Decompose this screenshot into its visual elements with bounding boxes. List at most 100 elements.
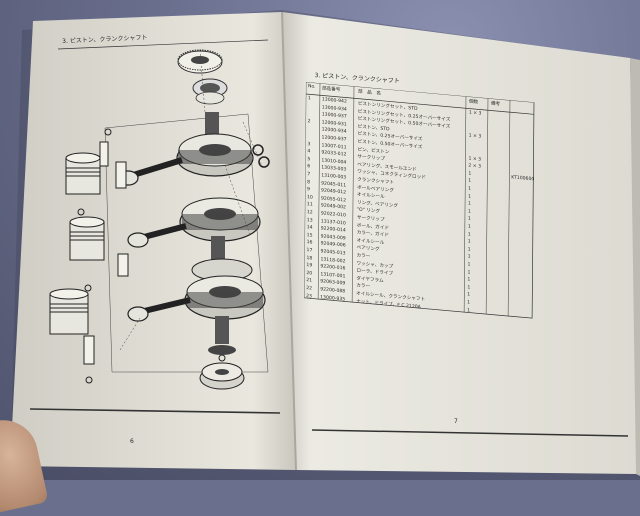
- table-cell-part: 92043-009: [320, 234, 346, 242]
- table-cell-qty: 1: [467, 307, 471, 314]
- piston-pin-1: [99, 141, 109, 167]
- table-cell-qty: 2 × 3: [468, 163, 482, 170]
- spine: [281, 11, 297, 471]
- circlip: [258, 156, 270, 168]
- table-cell-qty: 1: [467, 300, 471, 306]
- table-cell-part: 92033-012: [321, 150, 347, 158]
- crank-wheel-3: [184, 275, 266, 320]
- table-cell-qty: 1 × 3: [468, 110, 482, 117]
- piston-1: [65, 152, 101, 195]
- table-cell-part: 92200-014: [320, 226, 346, 234]
- table-column-header: 備考: [490, 101, 501, 108]
- table-cell-no: 15: [306, 232, 313, 239]
- table-cell-part: 13137-010: [320, 218, 346, 227]
- shaft-bottom: [215, 316, 229, 344]
- diagram-frame: [104, 113, 269, 373]
- table-cell-qty: 1: [468, 171, 472, 177]
- table-cell-part: 13000-942: [321, 97, 347, 105]
- piston-2: [69, 216, 105, 261]
- table-cell-no: 19: [306, 263, 313, 269]
- table-cell-name: ベアリング: [356, 245, 380, 253]
- oil-seal-bottom: [208, 345, 236, 355]
- table-cell-part: 92049-006: [320, 241, 346, 249]
- left-footer-rule: [29, 408, 281, 414]
- table-cell-qty: 1: [467, 285, 471, 291]
- table-cell-part: 13000-937: [321, 112, 347, 120]
- conrod-2: [127, 223, 187, 248]
- piston-3: [49, 288, 89, 335]
- circlip: [104, 128, 112, 136]
- table-cell-no: 12: [306, 210, 313, 216]
- circlip: [252, 144, 264, 156]
- table-cell-part: 12000-937: [321, 135, 347, 143]
- table-cell-qty: 1 × 3: [468, 133, 482, 140]
- table-column-header: 個数: [468, 99, 479, 106]
- table-cell-qty: 1: [467, 262, 471, 268]
- booklet-photo: [10, 10, 640, 480]
- gear: [177, 49, 223, 74]
- table-cell-no: 13: [306, 217, 313, 224]
- table-cell-qty: 1: [467, 247, 471, 253]
- circlip: [84, 284, 92, 292]
- table-cell-part: 12000-931: [321, 120, 347, 128]
- left-page: [10, 12, 296, 470]
- circlip: [218, 354, 226, 362]
- table-cell-name: カラー: [356, 283, 371, 291]
- circlip: [77, 208, 85, 216]
- table-cell-part: 92200-088: [320, 287, 346, 295]
- table-cell-name: "O" リング: [356, 207, 381, 215]
- table-cell-no: 2: [307, 118, 311, 125]
- table-cell-part: 92045-011: [321, 180, 347, 189]
- table-cell-no: 10: [306, 194, 313, 201]
- table-cell-part: 92045-013: [320, 249, 346, 257]
- table-cell-part: 92022-010: [320, 211, 346, 219]
- piston-pin-4: [83, 335, 95, 365]
- table-cell-qty: 1: [467, 232, 471, 238]
- table-cell-qty: 1: [467, 216, 471, 223]
- left-page-number: 6: [130, 438, 134, 445]
- table-cell-part: 13010-004: [321, 158, 347, 166]
- table-cell-part: 92200-016: [320, 264, 346, 272]
- bearing: [192, 78, 228, 105]
- circlip: [85, 376, 93, 384]
- table-cell-no: 17: [306, 248, 313, 254]
- table-cell-part: 92055-012: [320, 196, 347, 204]
- table-column-header: 部 品 名: [357, 89, 381, 97]
- table-cell-qty: 1: [468, 178, 472, 185]
- table-cell-no: 3: [307, 141, 311, 147]
- table-cell-part: 92063-009: [320, 279, 346, 287]
- table-cell-no: 5: [307, 156, 311, 163]
- table-cell-part: 13033-003: [321, 165, 347, 173]
- table-cell-no: 6: [307, 164, 311, 170]
- table-cell-qty: 1: [468, 201, 472, 207]
- table-cell-part: 13007-011: [321, 142, 347, 151]
- piston-pin-3: [117, 253, 129, 277]
- piston-pin-2: [115, 161, 127, 189]
- table-cell-no: 11: [306, 202, 313, 208]
- table-cell-no: 4: [307, 149, 311, 155]
- conrod-3: [127, 297, 191, 322]
- table-cell-qty: 1: [467, 209, 471, 215]
- page-edges: [630, 58, 640, 476]
- table-cell-no: 20: [306, 270, 313, 277]
- crank-wheel-2: [179, 197, 261, 242]
- table-cell-qty: 1: [467, 270, 471, 276]
- table-column-header: No.: [307, 84, 316, 90]
- table-cell-part: 12000-934: [321, 127, 347, 136]
- left-header-rule: [57, 39, 269, 50]
- table-cell-qty: 1: [467, 224, 471, 230]
- crank-wheel-1: [176, 133, 254, 177]
- table-cell-no: 18: [306, 255, 313, 262]
- table-cell-qty: 1: [467, 254, 471, 261]
- table-cell-no: 16: [306, 240, 313, 246]
- table-cell-part: 13100-003: [321, 173, 347, 181]
- table-cell-part: 13000-935: [320, 294, 346, 303]
- table-cell-no: 22: [306, 286, 313, 292]
- table-cell-no: 7: [307, 172, 311, 178]
- table-cell-no: 1: [307, 96, 311, 102]
- right-page-number: 7: [454, 418, 458, 425]
- leader-lines: [119, 49, 263, 351]
- table-cell-no: 21: [306, 278, 313, 284]
- drive-nut: [199, 362, 245, 390]
